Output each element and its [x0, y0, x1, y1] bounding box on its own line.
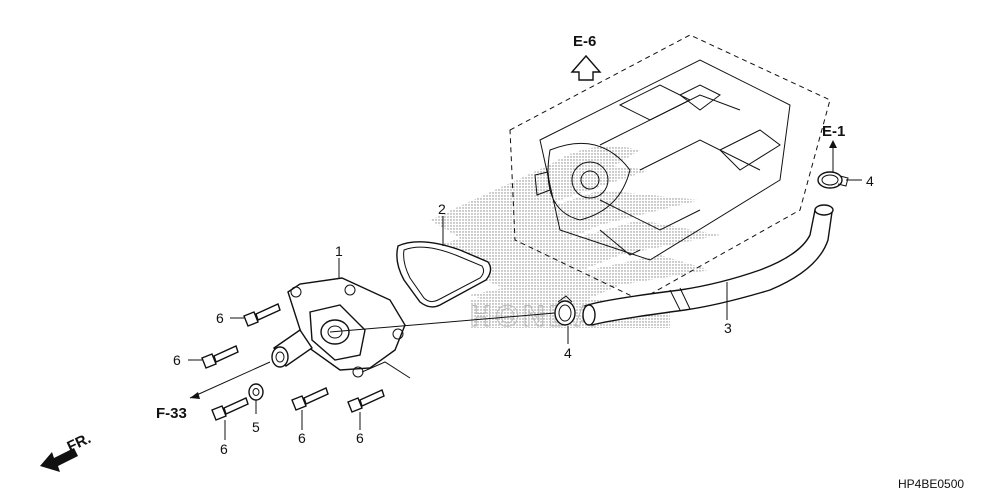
callout-3: 3: [724, 320, 732, 336]
bolt: [201, 345, 239, 369]
callout-6: 6: [298, 430, 306, 446]
engine-crankcase: [509, 34, 831, 301]
svg-text:E-6: E-6: [573, 33, 596, 50]
washer: [248, 383, 264, 401]
svg-text:E-1: E-1: [822, 123, 845, 140]
callout-2: 2: [438, 201, 446, 217]
diagram-code: HP4BE0500: [898, 477, 964, 491]
callout-6: 6: [173, 352, 181, 368]
front-direction-arrow: FR.: [40, 430, 94, 472]
reference-e1: E-1: [822, 123, 845, 172]
hose-clamp-right: [817, 171, 849, 189]
water-hose: [582, 204, 834, 326]
bolt: [291, 387, 329, 411]
bolt: [347, 389, 385, 413]
honda-watermark-text: HONDA: [470, 300, 600, 333]
reference-f33: F-33: [156, 405, 187, 422]
leader-lines: [188, 179, 862, 440]
water-pump-cover: [271, 277, 406, 378]
honda-wing-watermark: [430, 146, 720, 328]
bolt: [243, 303, 281, 327]
reference-e6: E-6: [570, 33, 602, 81]
callout-6: 6: [216, 310, 224, 326]
callout-1: 1: [335, 243, 343, 259]
callout-4: 4: [564, 345, 572, 361]
callout-6: 6: [356, 430, 364, 446]
callout-5: 5: [252, 419, 260, 435]
hose-clamp-left: [554, 295, 576, 326]
bolt: [211, 397, 249, 421]
gasket: [396, 241, 492, 308]
svg-text:FR.: FR.: [65, 430, 94, 456]
callout-6: 6: [220, 441, 228, 457]
callout-4: 4: [866, 173, 874, 189]
